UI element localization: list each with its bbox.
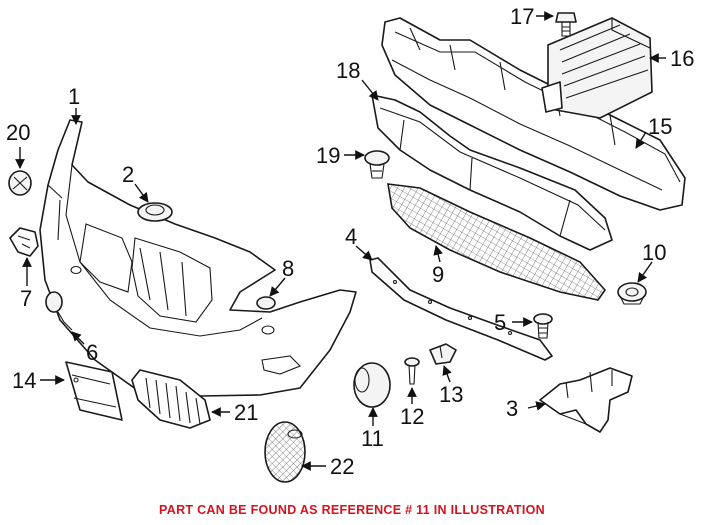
callout-20: 20 xyxy=(6,120,30,145)
callout-8: 8 xyxy=(282,256,294,281)
callout-11: 11 xyxy=(361,426,384,451)
screw-12-part xyxy=(404,357,420,385)
fog-grille-22-part xyxy=(264,421,306,483)
push-clip-19-part xyxy=(364,150,390,179)
callout-10: 10 xyxy=(642,240,666,265)
callout-5: 5 xyxy=(494,310,506,335)
callout-21: 21 xyxy=(234,400,258,425)
bolt-5-part xyxy=(533,313,553,339)
callout-1: 1 xyxy=(68,84,80,109)
reference-caption: PART CAN BE FOUND AS REFERENCE # 11 IN I… xyxy=(159,503,545,517)
callout-7: 7 xyxy=(20,286,32,311)
trim-strip-part xyxy=(369,257,553,361)
housing-11-part xyxy=(353,362,391,408)
bracket-part xyxy=(541,17,653,119)
callout-numbers: 1 2 3 4 5 6 7 8 9 10 11 12 13 14 15 16 1… xyxy=(6,4,694,479)
callout-14: 14 xyxy=(12,368,36,393)
cap-8-part xyxy=(256,296,276,310)
impact-bar-part xyxy=(381,17,686,211)
callout-19: 19 xyxy=(316,143,340,168)
grommet-10-part xyxy=(617,282,647,305)
emblem-20-part xyxy=(8,170,32,196)
callout-2: 2 xyxy=(122,162,134,187)
callout-9: 9 xyxy=(432,262,444,287)
callout-6: 6 xyxy=(86,340,98,365)
plate-bracket-14-part xyxy=(65,361,123,421)
leader-lines xyxy=(15,11,666,471)
grommet-2-part xyxy=(137,202,173,222)
lower-grille-part xyxy=(387,183,607,301)
bolt-17-part xyxy=(555,12,577,37)
kidney-grille-21-part xyxy=(131,369,211,429)
bracket-7-part xyxy=(9,227,39,257)
callout-3: 3 xyxy=(506,396,518,421)
tow-cover-6-part xyxy=(45,291,73,331)
callout-18: 18 xyxy=(336,58,360,83)
callout-22: 22 xyxy=(330,454,354,479)
callout-16: 16 xyxy=(670,46,694,71)
callout-17: 17 xyxy=(510,4,534,29)
clip-nut-13-part xyxy=(429,343,457,365)
callout-15: 15 xyxy=(648,114,672,139)
callout-12: 12 xyxy=(400,404,424,429)
callout-13: 13 xyxy=(439,382,463,407)
energy-absorber-part xyxy=(371,94,613,251)
side-bracket-3-part xyxy=(539,367,633,433)
callout-4: 4 xyxy=(345,224,357,249)
